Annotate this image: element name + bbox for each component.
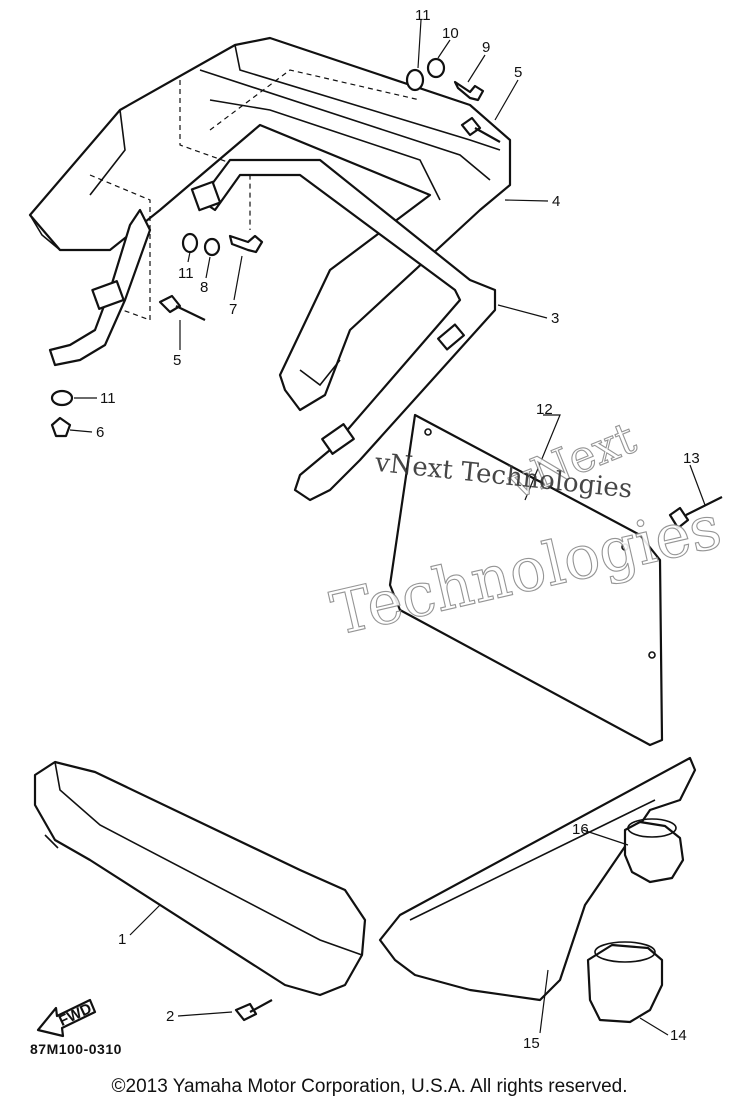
callout-6: 6	[96, 424, 104, 441]
lower-side-cover	[378, 756, 697, 1024]
left-mount-bracket	[48, 208, 152, 367]
callout-12: 12	[536, 401, 553, 418]
callout-1: 1	[118, 931, 126, 948]
callout-3: 3	[551, 310, 559, 327]
washer-11-low	[50, 389, 74, 407]
bolt-2	[234, 999, 273, 1022]
callout-11-top: 11	[415, 7, 431, 24]
part-4-upper-frame	[28, 36, 512, 412]
callout-numbers: 11 10 9 5 4 3 5 11 8 7 11 6 12 13 1 2 15…	[96, 7, 700, 1052]
screw-5-left	[158, 294, 206, 321]
callout-8: 8	[200, 279, 208, 296]
bolt-7	[228, 234, 264, 254]
screw-5-top	[460, 116, 501, 143]
nut-10	[426, 57, 446, 79]
callout-9: 9	[482, 39, 490, 56]
fwd-arrow-icon: FWD	[36, 998, 97, 1038]
part-12-panel	[388, 413, 664, 747]
mounting-guide-lines	[89, 69, 421, 321]
screw-13	[668, 496, 723, 530]
callout-5-top: 5	[514, 64, 522, 81]
callout-4: 4	[552, 193, 560, 210]
callout-11-low: 11	[100, 390, 116, 407]
fastener-group	[50, 57, 723, 1022]
washer-11-mid	[181, 232, 199, 254]
washer-11-top	[405, 68, 425, 92]
bolt-6	[50, 416, 72, 438]
part-1-front-bar	[33, 760, 367, 997]
callout-5-left: 5	[173, 352, 181, 369]
callout-13: 13	[683, 450, 700, 467]
diagram-code: 87M100-0310	[30, 1041, 122, 1057]
fwd-label: FWD	[56, 1000, 94, 1030]
leader-lines	[69, 19, 706, 1036]
callout-16: 16	[572, 821, 589, 838]
part-14-filler	[586, 943, 664, 1024]
callout-7: 7	[229, 301, 237, 318]
part-3-tube-bracket	[190, 158, 497, 502]
callout-10: 10	[442, 25, 459, 42]
callout-11-mid: 11	[178, 265, 194, 282]
copyright-notice: ©2013 Yamaha Motor Corporation, U.S.A. A…	[111, 1076, 628, 1097]
part-16-cap	[623, 820, 685, 884]
callout-2: 2	[166, 1008, 174, 1025]
nut-8	[203, 237, 221, 257]
callout-14: 14	[670, 1027, 687, 1044]
callout-15: 15	[523, 1035, 540, 1052]
bolt-9	[453, 80, 485, 102]
